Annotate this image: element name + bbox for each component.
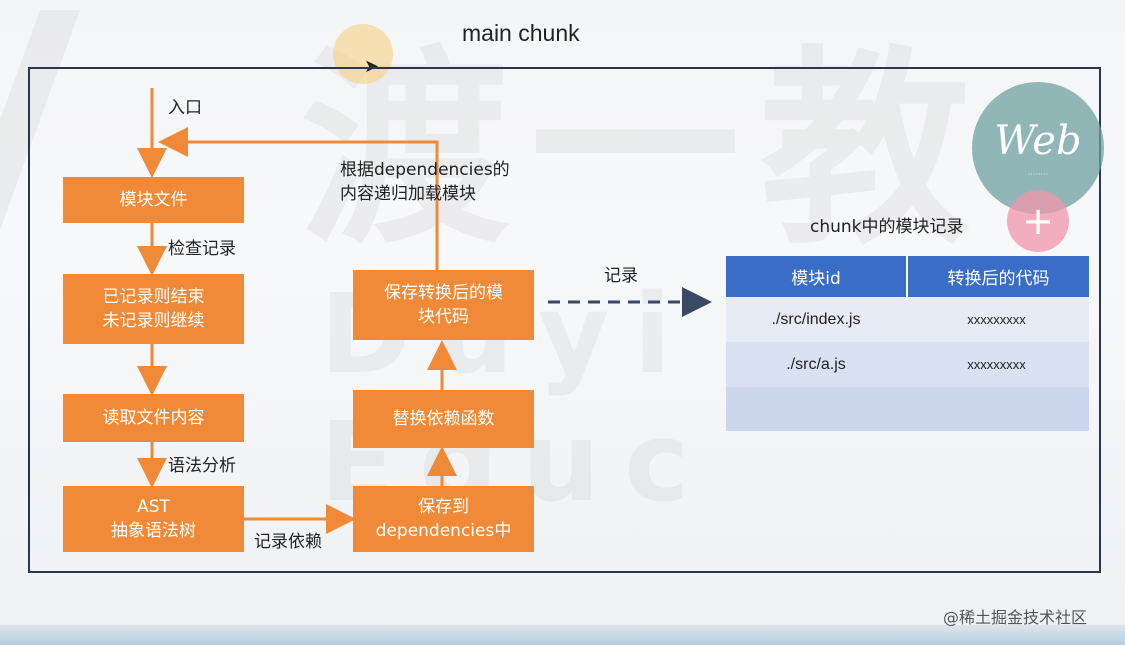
bottom-band [0,625,1125,645]
table-caption: chunk中的模块记录 [810,217,964,237]
table-cell: ./src/index.js [771,310,861,328]
arrow-recursive [158,127,439,270]
table-row: ./src/index.js xxxxxxxxx [726,297,1089,342]
plus-icon[interactable]: + [1007,190,1069,252]
box-check-done: 已记录则结束 未记录则继续 [63,274,244,344]
diagram-title: main chunk [462,20,580,46]
label-record-deps: 记录依赖 [254,532,322,552]
main-chunk-frame [28,67,1101,573]
cursor-highlight [333,24,393,84]
module-record-table: 模块id 转换后的代码 ./src/index.js xxxxxxxxx ./s… [726,256,1089,431]
table-header-cell: 模块id [726,256,908,297]
credit-watermark: @稀土掘金技术社区 [943,608,1088,627]
label-entry: 入口 [168,98,202,118]
cursor-icon: ➤ [364,56,380,77]
box-save-code: 保存转换后的模 块代码 [353,270,534,340]
table-row: ./src/a.js xxxxxxxxx [726,342,1089,387]
label-recursive-load: 根据dependencies的 内容递归加载模块 [340,160,510,204]
box-read-file: 读取文件内容 [63,394,244,442]
box-replace-fn: 替换依赖函数 [353,390,534,448]
table-cell: ./src/a.js [786,355,846,373]
box-ast: AST 抽象语法树 [63,486,244,552]
label-record: 记录 [604,266,638,286]
table-header-cell: 转换后的代码 [947,269,1050,289]
table-cell: xxxxxxxxx [967,312,1026,327]
table-cell [726,387,906,431]
box-module-file: 模块文件 [63,177,244,223]
web-logo-text: Web [994,117,1082,164]
box-save-deps: 保存到 dependencies中 [353,486,534,552]
label-check-record: 检查记录 [168,239,236,259]
table-cell: xxxxxxxxx [967,357,1026,372]
table-row [726,387,1089,431]
table-header: 模块id 转换后的代码 [726,256,1089,297]
table-cell [906,387,1087,431]
web-logo-subtitle: ········ [1027,169,1049,179]
label-syntax-analysis: 语法分析 [168,456,236,476]
